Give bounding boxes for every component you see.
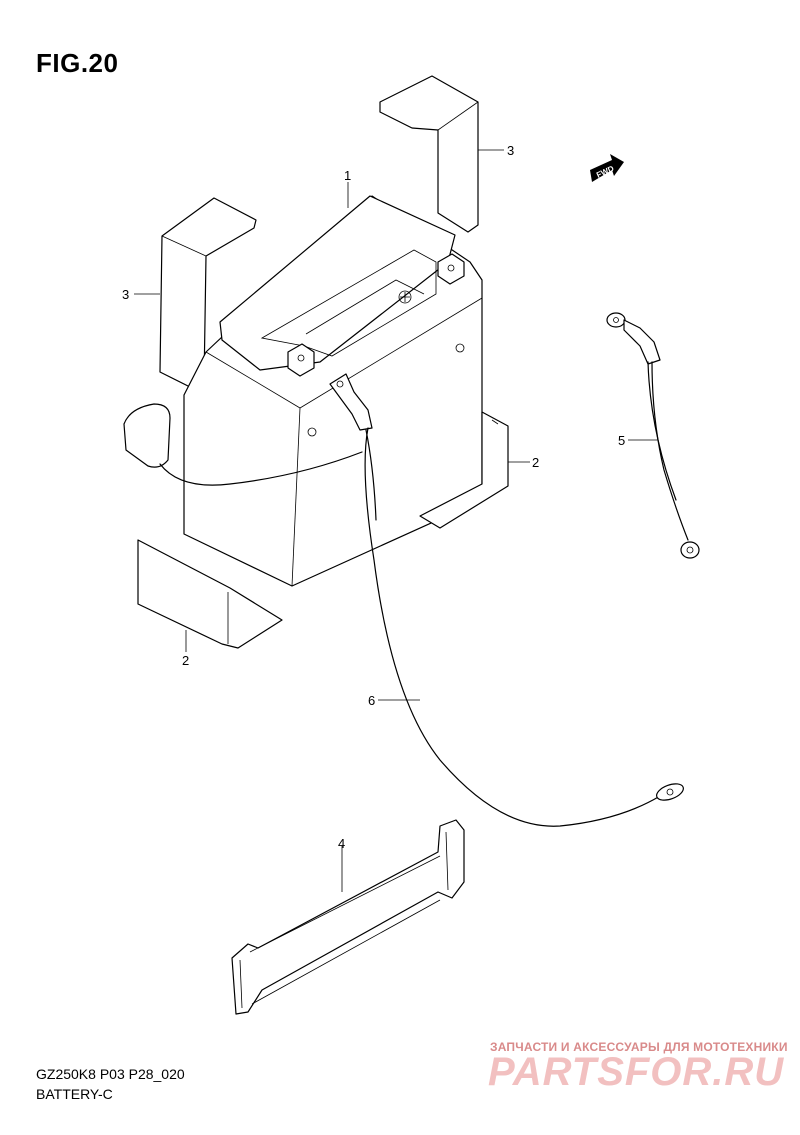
figure-title: FIG.20: [36, 48, 119, 78]
callout-battery: 1: [344, 168, 351, 183]
callout-plate-bottom: 2: [182, 653, 189, 668]
forward-label: FWD: [595, 164, 616, 180]
footer-name: BATTERY-C: [36, 1086, 113, 1102]
callout-plate-right: 2: [532, 455, 539, 470]
battery-lead-short[interactable]: [606, 312, 700, 559]
watermark-logo: PARTSFOR.RU: [488, 1050, 785, 1094]
callout-bracket-top: 3: [507, 143, 514, 158]
forward-arrow: FWD: [590, 154, 624, 182]
footer-code: GZ250K8 P03 P28_020: [36, 1066, 185, 1082]
battery-cushion-upper[interactable]: [379, 75, 479, 233]
battery-plate-right[interactable]: [419, 411, 509, 529]
battery-plate-bottom[interactable]: [137, 539, 283, 649]
watermark-subtitle: ЗАПЧАСТИ И АКСЕССУАРЫ ДЛЯ МОТОТЕХНИКИ: [490, 1040, 788, 1054]
callout-leaders: [134, 149, 658, 892]
callout-band: 4: [338, 836, 345, 851]
breather-cap[interactable]: [123, 403, 363, 486]
battery[interactable]: [183, 195, 483, 587]
callout-bracket-left: 3: [122, 287, 129, 302]
callout-lead-long: 6: [368, 693, 375, 708]
callout-lead-short: 5: [618, 433, 625, 448]
battery-band[interactable]: [231, 819, 465, 1015]
battery-lead-long[interactable]: [329, 373, 686, 827]
battery-cushion-left[interactable]: [159, 197, 257, 391]
